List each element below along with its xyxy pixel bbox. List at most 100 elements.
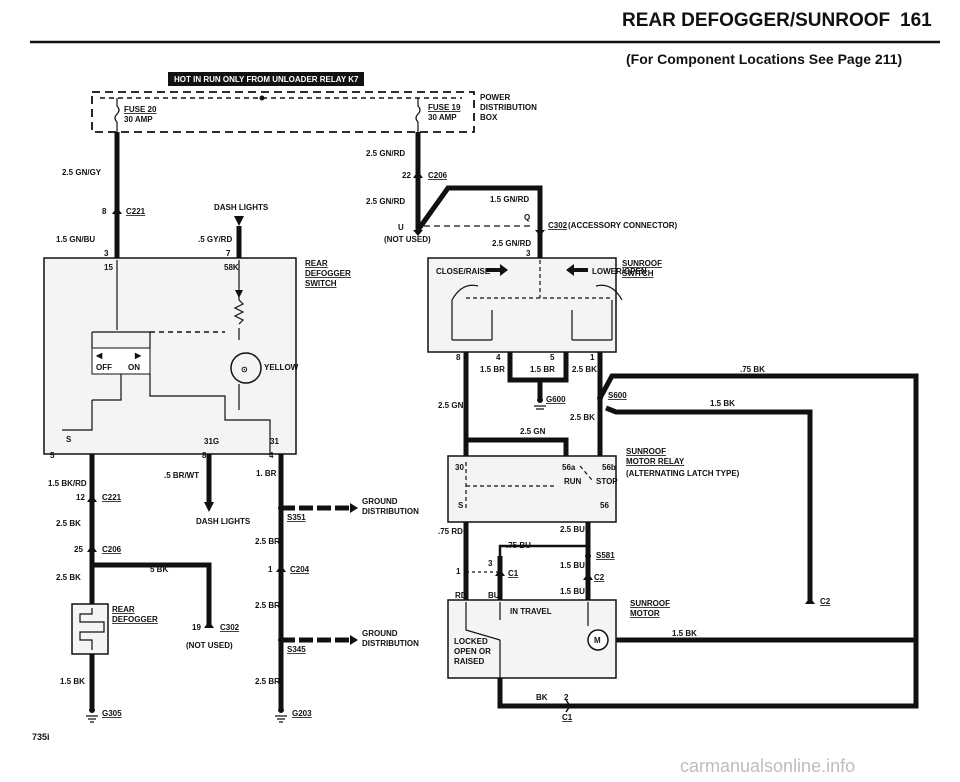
defogger-grid-icon <box>79 608 105 650</box>
c302-u-pin: U <box>398 223 404 232</box>
relay-run-label: RUN <box>564 477 582 486</box>
c221-bottom-label: C221 <box>102 493 122 502</box>
page-subtitle: (For Component Locations See Page 211) <box>626 51 902 67</box>
right-wire-gn-rd-1: 2.5 GN/RD <box>366 149 405 158</box>
s345-label: S345 <box>287 645 306 654</box>
wire-bu-a-label: 2.5 BU <box>560 525 585 534</box>
left-pin-7: 7 <box>226 249 231 258</box>
c1-icon <box>495 569 505 576</box>
fuse-20-rating: 30 AMP <box>124 115 153 124</box>
s351-label: S351 <box>287 513 306 522</box>
power-box-label-1: POWER <box>480 93 510 102</box>
connector-c221-icon <box>112 207 122 214</box>
c204-label: C204 <box>290 565 310 574</box>
right-wire-gn-rd-4: 2.5 GN/RD <box>492 239 531 248</box>
power-box-label-2: DISTRIBUTION <box>480 103 537 112</box>
off-label: OFF <box>96 363 112 372</box>
ground-dist-2-label-1: GROUND <box>362 629 398 638</box>
c206-right-label: C206 <box>428 171 448 180</box>
right-wire-gn-rd-3: 1.5 GN/RD <box>490 195 529 204</box>
wire-bk-label-1: 2.5 BK <box>56 519 81 528</box>
bk-label: BK <box>536 693 548 702</box>
wire-15bk-c2 <box>605 405 813 600</box>
motor-limit-switch <box>465 602 589 690</box>
c221-label: C221 <box>126 207 146 216</box>
lower-open-label: LOWER/OPEN <box>592 267 647 276</box>
rd-label: RD <box>455 591 467 600</box>
c1-bottom-label: C1 <box>562 713 573 722</box>
defogger-label-2: DEFOGGER <box>112 615 158 624</box>
wire-bu-b-label: 1.5 BU <box>560 561 585 570</box>
wire-br-label-2: 2.5 BR <box>255 537 280 546</box>
ground-g203-icon <box>275 715 287 723</box>
s600-label: S600 <box>608 391 627 400</box>
dash-lights-arrow-icon <box>234 216 244 226</box>
dash-lights-bottom-arrow-icon <box>204 502 214 512</box>
hot-banner-text: HOT IN RUN ONLY FROM UNLOADER RELAY K7 <box>174 75 359 84</box>
lamp-color-label: YELLOW <box>264 363 299 372</box>
c302-left-icon <box>204 621 214 628</box>
indicator-lamp-icon <box>230 352 262 384</box>
relay-pin-30: 30 <box>455 463 464 472</box>
ground-g305-icon <box>86 715 98 723</box>
sunroof-switch-label-1: SUNROOF <box>622 259 662 268</box>
c206-right-icon <box>413 171 423 178</box>
wire-br-label-3: 2.5 BR <box>255 601 280 610</box>
relay-pin-56a: 56a <box>562 463 576 472</box>
on-label: ON <box>128 363 140 372</box>
wire-br-a <box>507 352 543 398</box>
sunroof-switch-pin-3: 3 <box>526 249 531 258</box>
fuse-20-symbol <box>114 98 120 132</box>
switch-pin-4: 4 <box>269 451 274 460</box>
close-raise-arrow-icon <box>486 264 508 276</box>
rear-defogger-element-box <box>71 603 109 655</box>
c1-label: C1 <box>508 569 519 578</box>
illumination-resistor-icon <box>233 299 245 325</box>
fuse-19-symbol <box>415 98 421 132</box>
lamp-symbol: ⊙ <box>241 365 248 374</box>
right-wire-gn-rd-2: 2.5 GN/RD <box>366 197 405 206</box>
wire-br-a-label: 1.5 BR <box>480 365 505 374</box>
c221-bottom-pin: 12 <box>76 493 85 502</box>
wire-br-label-1: 1. BR <box>256 469 277 478</box>
ground-dist-2-arrow-icon <box>350 635 358 645</box>
dash-lights-top-label: DASH LIGHTS <box>214 203 269 212</box>
hot-banner <box>168 72 364 86</box>
pin-15: 15 <box>104 263 113 272</box>
page-number: 161 <box>900 10 932 31</box>
relay-label-3: (ALTERNATING LATCH TYPE) <box>626 469 740 478</box>
g600-label: G600 <box>546 395 566 404</box>
wire-75bk-loop <box>597 373 919 643</box>
sr-pin-5: 5 <box>550 353 555 362</box>
motor-icon <box>587 629 609 651</box>
wire-gy-rd-label: .5 GY/RD <box>198 235 232 244</box>
wire-gn-bu-label: 1.5 GN/BU <box>56 235 95 244</box>
wire-br-b-label: 1.5 BR <box>530 365 555 374</box>
wire-br-b <box>540 352 569 383</box>
c1-bottom-icon <box>565 699 571 713</box>
switch-s-label: S <box>66 435 72 444</box>
motor-symbol: M <box>594 636 601 645</box>
ground-dist-1-label-2: DISTRIBUTION <box>362 507 419 516</box>
pin-31g: 31G <box>204 437 219 446</box>
c221-pin: 8 <box>102 207 107 216</box>
wire-bk-a-label: 2.5 BK <box>572 365 597 374</box>
c221-bottom-icon <box>87 495 97 502</box>
wire-bk-rd-label: 1.5 BK/RD <box>48 479 87 488</box>
wire-gn-a-label: 2.5 GN <box>438 401 464 410</box>
c302-q-pin: Q <box>524 213 530 222</box>
s581-node <box>585 553 591 559</box>
model-label: 735i <box>32 732 50 742</box>
s581-label: S581 <box>596 551 615 560</box>
power-distribution-box <box>91 91 475 133</box>
on-arrow-icon: ▶ <box>134 351 142 360</box>
switch-common-bar <box>466 260 610 299</box>
c2-icon <box>583 573 593 580</box>
dash-lights-bottom-label: DASH LIGHTS <box>196 517 251 526</box>
wire-gn-rd-to-switch <box>415 185 543 258</box>
relay-pin-56: 56 <box>600 501 609 510</box>
motor-label-2: MOTOR <box>630 609 660 618</box>
relay-label-2: MOTOR RELAY <box>626 457 685 466</box>
rear-defogger-switch-box <box>43 257 297 455</box>
